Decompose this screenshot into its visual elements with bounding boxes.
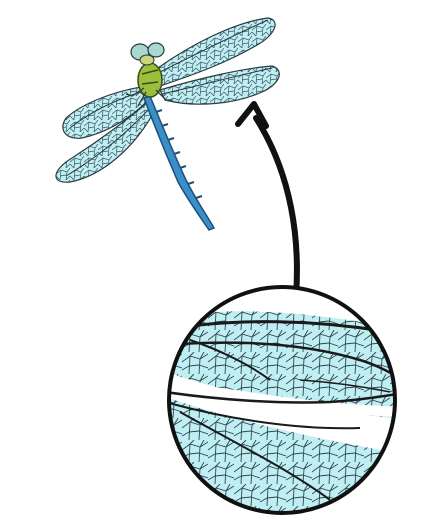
dragonfly-figure xyxy=(0,0,428,524)
